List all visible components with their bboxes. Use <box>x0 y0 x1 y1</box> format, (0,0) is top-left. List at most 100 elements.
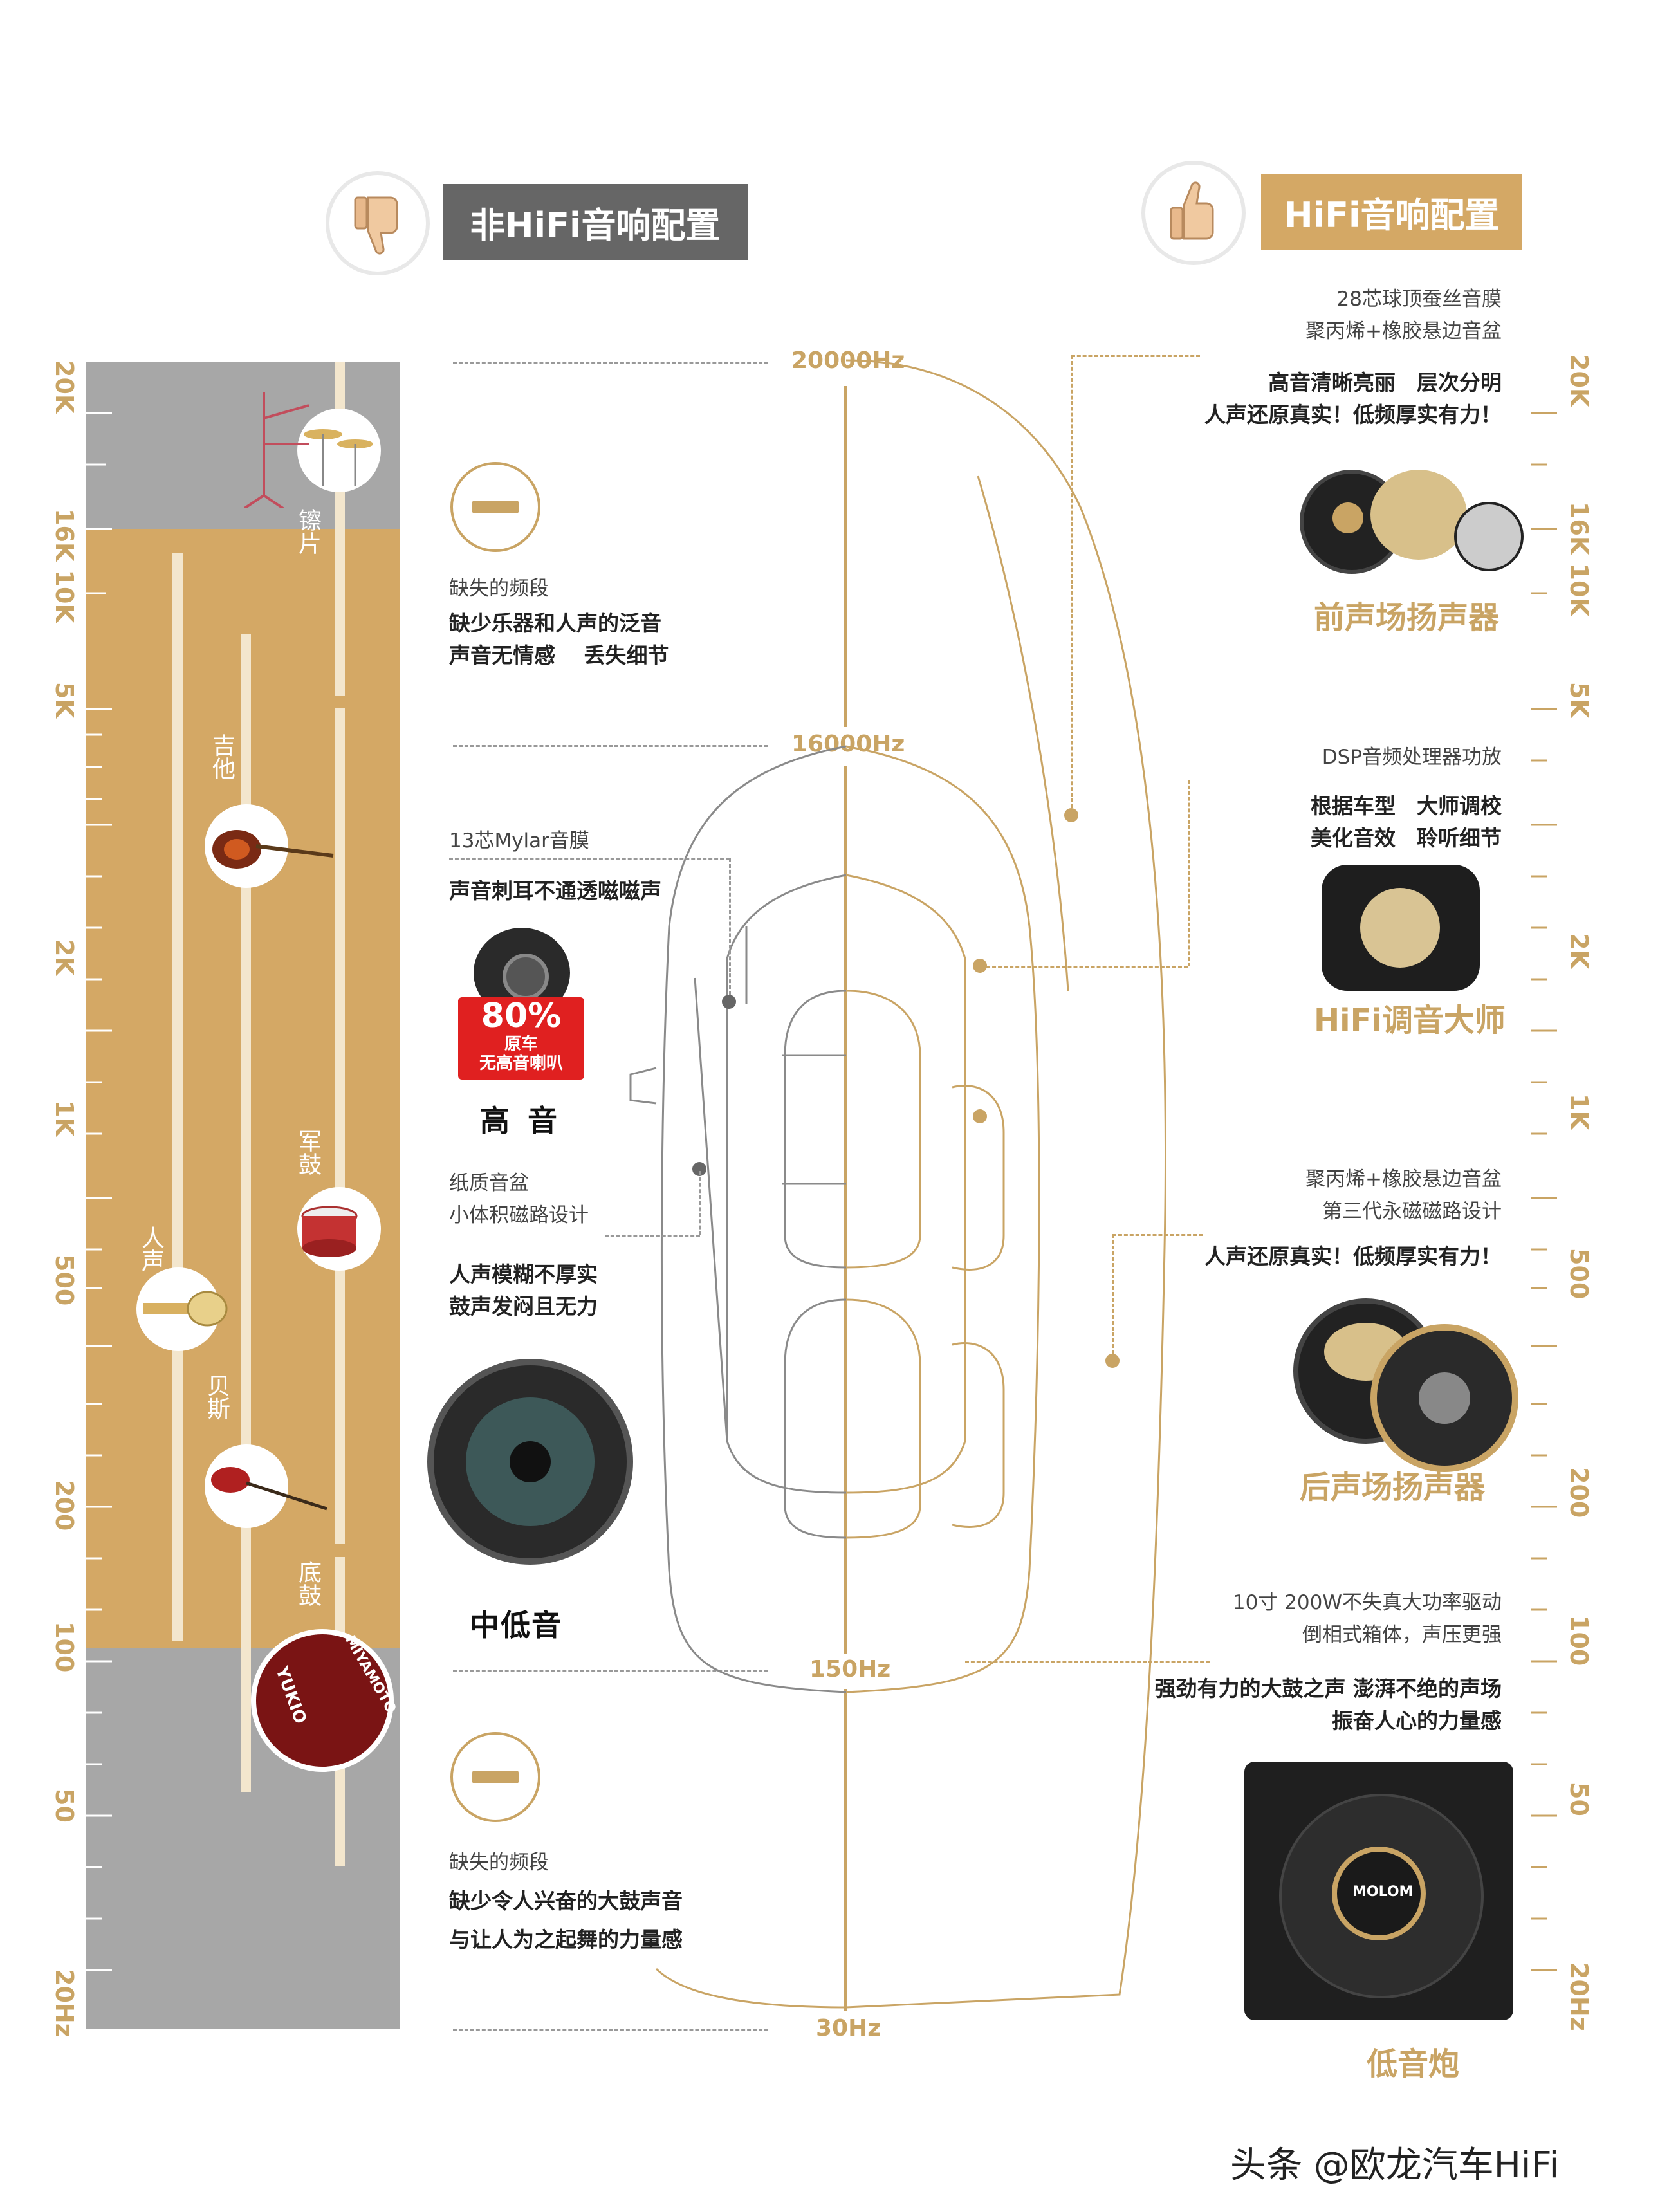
leader-dot-front <box>1064 808 1078 822</box>
right-scale-16k10k: 16K 10K <box>1565 502 1593 616</box>
bass-label: 贝斯 <box>203 1374 230 1420</box>
front-title: 前声场扬声器 <box>1314 600 1500 636</box>
freq-line-30 <box>453 2029 768 2031</box>
front-speakers-image <box>1300 470 1524 574</box>
cymbal-label: 镲片 <box>295 508 321 555</box>
badge-line2: 无高音喇叭 <box>479 1054 563 1073</box>
left-scale-20k: 20K <box>50 360 78 414</box>
dsp-spec: DSP音频处理器功放 <box>1322 746 1502 769</box>
leader-tweeter-v <box>729 858 731 995</box>
snare-range-bar <box>335 708 345 1544</box>
leader-rear-v <box>1112 1234 1114 1354</box>
front-spec1: 28芯球顶蚕丝音膜 <box>1336 288 1502 311</box>
freq-line-16000 <box>453 745 768 747</box>
sub-title: 低音炮 <box>1367 2046 1460 2082</box>
missing-high-line1: 缺少乐器和人声的泛音 <box>449 611 661 636</box>
leader-dot-midbass <box>692 1162 706 1176</box>
tweeter-desc: 声音刺耳不通透嗞嗞声 <box>449 878 661 903</box>
front-desc1: 高音清晰亮丽 层次分明 <box>1268 370 1502 395</box>
left-scale-500: 500 <box>50 1255 78 1306</box>
kick-label: 底鼓 <box>295 1560 321 1607</box>
car-outline <box>629 359 1166 2009</box>
leader-dot-seat <box>973 1109 987 1123</box>
thumbs-down-icon <box>329 175 426 272</box>
freq-line-20000 <box>453 362 768 364</box>
missing-low-line2: 与让人为之起舞的力量感 <box>449 1927 683 1952</box>
midbass-speaker-image <box>427 1359 633 1565</box>
left-header-title: 非HiFi音响配置 <box>443 184 748 260</box>
kick-drum-text-2: YUKIO <box>272 1664 310 1727</box>
dsp-title: HiFi调音大师 <box>1314 1002 1506 1038</box>
midbass-desc1: 人声模糊不厚实 <box>449 1262 598 1287</box>
leader-dsp-h <box>981 966 1188 968</box>
leader-midbass-v <box>699 1171 701 1235</box>
sub-brand: MOLOM <box>1352 1884 1414 1900</box>
missing-low-label: 缺失的频段 <box>449 1851 549 1874</box>
midbass-spec1: 纸质音盆 <box>449 1172 529 1195</box>
tweeter-spec: 13芯Mylar音膜 <box>449 829 589 853</box>
freq-label-30: 30Hz <box>807 2015 890 2041</box>
freq-line-150 <box>453 1670 768 1672</box>
tweeter-title: 高 音 <box>480 1103 562 1138</box>
left-scale-200: 200 <box>50 1480 78 1531</box>
sub-spec2: 倒相式箱体，声压更强 <box>1302 1623 1502 1646</box>
freq-axis-segment-3 <box>844 1689 847 2011</box>
leader-sub-h <box>965 1661 1210 1663</box>
left-scale-20hz: 20Hz <box>50 1969 78 2038</box>
rear-spec1: 聚丙烯+橡胶悬边音盆 <box>1305 1168 1502 1191</box>
sub-desc1: 强劲有力的大鼓之声 澎湃不绝的声场 <box>1154 1676 1502 1701</box>
leader-tweeter-h <box>449 858 730 860</box>
bass-image <box>205 1444 327 1528</box>
front-desc2: 人声还原真实！低频厚实有力！ <box>1204 402 1502 427</box>
left-scale-2k: 2K <box>50 939 78 975</box>
right-scale-20k: 20K <box>1565 354 1593 407</box>
right-scale-50: 50 <box>1565 1782 1593 1816</box>
minus-icon-bottom <box>450 1732 540 1822</box>
dsp-image <box>1322 865 1480 991</box>
rear-desc: 人声还原真实！低频厚实有力！ <box>1204 1244 1502 1269</box>
right-scale-20hz: 20Hz <box>1565 1962 1593 2031</box>
snare-label: 军鼓 <box>295 1129 321 1175</box>
dsp-desc2: 美化音效 聆听细节 <box>1311 825 1502 851</box>
left-scale-16k10k: 16K 10K <box>50 508 78 623</box>
vocal-range-bar <box>172 553 183 1641</box>
freq-axis-segment-1 <box>844 386 847 727</box>
leader-dot-tweeter <box>722 995 736 1009</box>
guitar-image <box>205 804 334 888</box>
sub-spec1: 10寸 200W不失真大功率驱动 <box>1232 1591 1502 1614</box>
kick-drum-image: MIYAMOTO YUKIO <box>256 1633 399 1767</box>
midbass-title: 中低音 <box>470 1608 562 1643</box>
left-scale-100: 100 <box>50 1621 78 1673</box>
subwoofer-image: MOLOM <box>1244 1762 1513 2020</box>
midbass-desc2: 鼓声发闷且无力 <box>449 1294 598 1319</box>
leader-dot-dsp <box>973 959 987 973</box>
sub-desc2: 振奋人心的力量感 <box>1332 1708 1502 1733</box>
right-scale-100: 100 <box>1565 1615 1593 1666</box>
minus-icon-top <box>450 462 540 552</box>
vocal-label: 人声 <box>138 1226 164 1272</box>
right-scale-1k: 1K <box>1565 1094 1593 1130</box>
thumbs-up-icon <box>1145 165 1242 261</box>
cymbal-image <box>297 409 381 492</box>
right-scale-200: 200 <box>1565 1467 1593 1518</box>
guitar-label: 吉他 <box>208 733 235 780</box>
missing-high-label: 缺失的频段 <box>449 577 549 600</box>
dsp-desc1: 根据车型 大师调校 <box>1311 793 1502 818</box>
badge-line1: 原车 <box>504 1035 538 1054</box>
front-spec2: 聚丙烯+橡胶悬边音盆 <box>1305 320 1502 343</box>
right-ruler <box>1531 412 1557 1971</box>
leader-rear-h <box>1112 1234 1203 1236</box>
leader-front-v <box>1071 355 1073 808</box>
freq-label-16000: 16000Hz <box>782 731 914 757</box>
snare-image <box>297 1187 381 1271</box>
rear-title: 后声场扬声器 <box>1300 1470 1486 1506</box>
leader-midbass-h <box>605 1235 700 1237</box>
microphone-image <box>136 1267 228 1351</box>
midbass-spec2: 小体积磁路设计 <box>449 1204 589 1227</box>
freq-axis-segment-2 <box>844 766 847 1654</box>
missing-low-line1: 缺少令人兴奋的大鼓声音 <box>449 1888 683 1913</box>
rear-speakers-image <box>1293 1298 1518 1472</box>
leader-dot-rear <box>1105 1354 1120 1368</box>
leader-dsp-v <box>1188 780 1190 966</box>
missing-high-line2: 声音无情感 丢失细节 <box>449 643 669 668</box>
